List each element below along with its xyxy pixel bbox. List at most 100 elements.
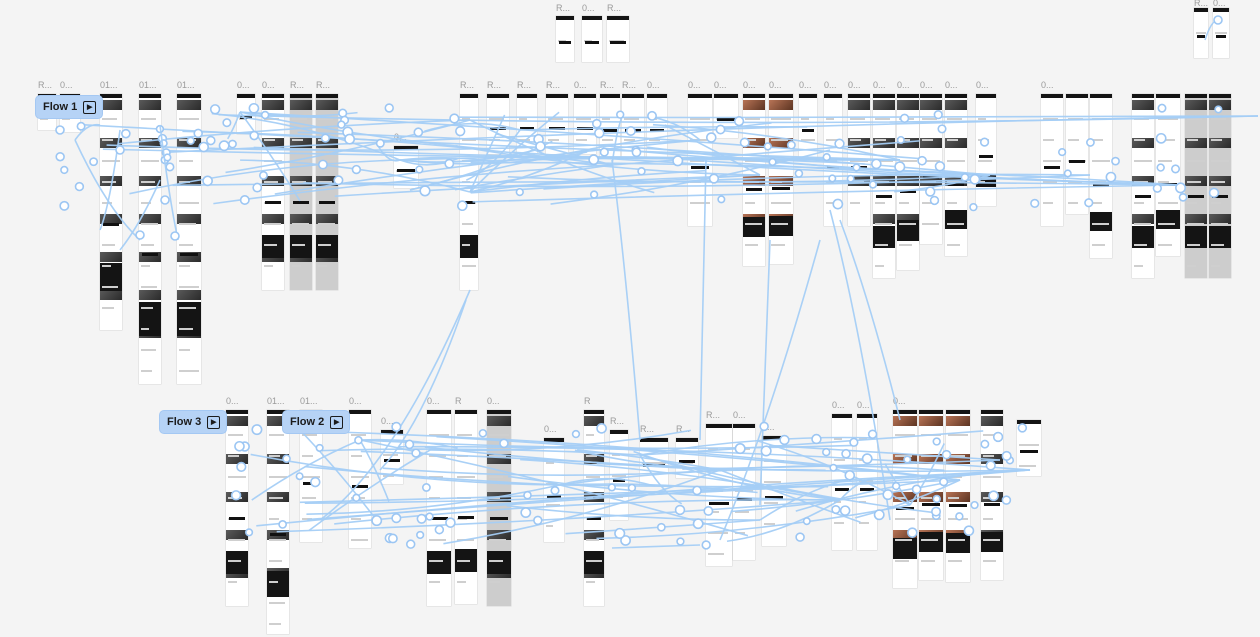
frame-name-label[interactable]: 0... <box>381 416 394 426</box>
play-icon[interactable]: ▶ <box>207 415 221 429</box>
screen-frame[interactable] <box>177 94 201 384</box>
screen-frame[interactable] <box>769 94 793 264</box>
screen-frame[interactable] <box>584 410 604 606</box>
screen-frame[interactable] <box>556 16 574 62</box>
frame-name-label[interactable]: 01... <box>300 396 318 406</box>
screen-frame[interactable] <box>262 94 284 290</box>
frame-name-label[interactable]: 0... <box>544 424 557 434</box>
frame-name-label[interactable]: 0... <box>487 396 500 406</box>
frame-name-label[interactable]: 0... <box>349 396 362 406</box>
flow-1-badge[interactable]: Flow 1 ▶ <box>36 96 103 118</box>
screen-frame[interactable] <box>1017 420 1041 476</box>
frame-name-label[interactable]: R <box>584 396 591 406</box>
screen-frame[interactable] <box>427 410 451 606</box>
screen-frame[interactable] <box>455 410 477 604</box>
screen-frame[interactable] <box>1185 94 1207 278</box>
frame-name-label[interactable]: 0... <box>647 80 660 90</box>
screen-frame[interactable] <box>762 436 786 546</box>
frame-name-label[interactable]: R... <box>706 410 721 420</box>
frame-name-label[interactable]: 0... <box>1041 80 1054 90</box>
screen-frame[interactable] <box>1213 8 1229 58</box>
screen-frame[interactable] <box>574 94 596 154</box>
screen-frame[interactable] <box>394 146 418 188</box>
screen-frame[interactable] <box>607 16 629 62</box>
screen-frame[interactable] <box>487 94 509 154</box>
screen-frame[interactable] <box>349 410 371 548</box>
frame-name-label[interactable]: 0... <box>427 396 440 406</box>
screen-frame[interactable] <box>139 94 161 384</box>
frame-name-label[interactable]: 0... <box>873 80 886 90</box>
screen-frame[interactable] <box>733 424 755 560</box>
frame-name-label[interactable]: 0... <box>832 400 845 410</box>
screen-frame[interactable] <box>610 430 628 520</box>
screen-frame[interactable] <box>226 410 248 606</box>
frame-name-label[interactable]: 0... <box>582 3 595 13</box>
frame-name-label[interactable]: 0... <box>574 80 587 90</box>
play-icon[interactable]: ▶ <box>83 100 97 114</box>
frame-name-label[interactable]: 0... <box>857 400 870 410</box>
screen-frame[interactable] <box>381 430 403 484</box>
frame-name-label[interactable]: R... <box>676 424 691 434</box>
frame-name-label[interactable]: R... <box>607 3 622 13</box>
screen-frame[interactable] <box>743 94 765 266</box>
frame-name-label[interactable]: 0... <box>799 80 812 90</box>
screen-frame[interactable] <box>1090 94 1112 258</box>
screen-frame[interactable] <box>981 410 1003 580</box>
frame-name-label[interactable]: R <box>396 134 403 144</box>
screen-frame[interactable] <box>460 94 478 290</box>
frame-name-label[interactable]: R... <box>640 424 655 434</box>
frame-name-label[interactable]: 01... <box>267 396 285 406</box>
frame-name-label[interactable]: 01... <box>100 80 118 90</box>
frame-name-label[interactable]: 01... <box>177 80 195 90</box>
screen-frame[interactable] <box>517 94 537 154</box>
frame-name-label[interactable]: R... <box>290 80 305 90</box>
screen-frame[interactable] <box>267 410 289 634</box>
screen-frame[interactable] <box>920 94 942 244</box>
screen-frame[interactable] <box>290 94 312 290</box>
frame-name-label[interactable]: R... <box>38 80 53 90</box>
frame-name-label[interactable]: R... <box>622 80 637 90</box>
frame-name-label[interactable]: 0... <box>897 80 910 90</box>
screen-frame[interactable] <box>976 94 996 206</box>
frame-name-label[interactable]: R... <box>460 80 475 90</box>
frame-name-label[interactable]: R... <box>487 80 502 90</box>
frame-name-label[interactable]: R... <box>316 80 331 90</box>
frame-name-label[interactable]: 01... <box>139 80 157 90</box>
frame-name-label[interactable]: R... <box>610 416 625 426</box>
frame-name-label[interactable]: 0... <box>714 80 727 90</box>
screen-frame[interactable] <box>1209 94 1231 278</box>
screen-frame[interactable] <box>316 94 338 290</box>
screen-frame[interactable] <box>893 410 917 588</box>
frame-name-label[interactable]: 0... <box>976 80 989 90</box>
frame-name-label[interactable]: R... <box>517 80 532 90</box>
screen-frame[interactable] <box>1156 94 1180 256</box>
screen-frame[interactable] <box>640 438 668 486</box>
frame-name-label[interactable]: 0... <box>920 80 933 90</box>
screen-frame[interactable] <box>857 414 877 550</box>
flow-3-badge[interactable]: Flow 3 ▶ <box>160 411 227 433</box>
screen-frame[interactable] <box>544 438 564 542</box>
frame-name-label[interactable]: 0... <box>769 80 782 90</box>
screen-frame[interactable] <box>799 94 817 158</box>
screen-frame[interactable] <box>237 94 255 134</box>
frame-name-label[interactable]: 0... <box>1213 0 1226 8</box>
flow-2-badge[interactable]: Flow 2 ▶ <box>283 411 350 433</box>
screen-frame[interactable] <box>946 410 970 582</box>
screen-frame[interactable] <box>647 94 667 158</box>
screen-frame[interactable] <box>824 94 842 226</box>
frame-name-label[interactable]: 0... <box>893 396 906 406</box>
frame-name-label[interactable]: 0... <box>848 80 861 90</box>
screen-frame[interactable] <box>487 410 511 606</box>
frame-name-label[interactable]: 0... <box>945 80 958 90</box>
screen-frame[interactable] <box>100 94 122 330</box>
screen-frame[interactable] <box>582 16 602 62</box>
screen-frame[interactable] <box>546 94 568 154</box>
frame-name-label[interactable]: R... <box>546 80 561 90</box>
screen-frame[interactable] <box>848 94 870 226</box>
screen-frame[interactable] <box>897 94 919 270</box>
screen-frame[interactable] <box>945 94 967 256</box>
frame-name-label[interactable]: R... <box>1194 0 1209 8</box>
screen-frame[interactable] <box>706 424 732 566</box>
frame-name-label[interactable]: 0... <box>824 80 837 90</box>
screen-frame[interactable] <box>622 94 644 158</box>
